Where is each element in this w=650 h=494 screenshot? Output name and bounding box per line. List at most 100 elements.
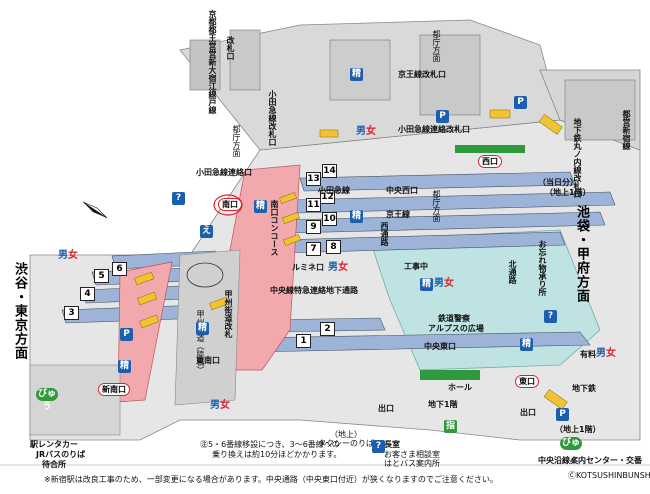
direction-shibuya-tokyo: 渋谷・東京方面 [12, 262, 27, 360]
stair-1 [134, 271, 155, 286]
label-guest-info: お客さま相談室 はとバス案内所 [384, 450, 440, 468]
fare-adjust-icon[interactable]: 精 [350, 210, 363, 223]
restroom-icon: 男女 [434, 278, 454, 289]
fare-adjust-icon[interactable]: 精 [520, 338, 533, 351]
tower-1 [189, 39, 221, 91]
view-plaza-icon[interactable]: びゅう [36, 388, 58, 412]
stair-7 [489, 109, 511, 119]
label-lost-found: お忘れ物承り所 [538, 240, 547, 296]
e-icon[interactable]: え [200, 225, 213, 238]
parking-icon[interactable]: P [436, 110, 449, 123]
label-odakyu-conn: 小田急線連絡口 [196, 168, 252, 177]
stair-4 [279, 192, 297, 204]
stair-11 [209, 296, 230, 311]
tower-5 [564, 79, 636, 141]
platform-number-8: 8 [326, 240, 341, 254]
label-toei-gates: 改札口 [226, 36, 235, 60]
info-question-icon[interactable]: ? [544, 310, 557, 323]
label-rental: 駅レンタカー [30, 440, 78, 449]
platform-number-2: 2 [320, 322, 335, 336]
platform-number-12: 12 [320, 190, 335, 204]
exit-shin-minami[interactable]: 新南口 [98, 383, 130, 396]
label-minami-concourse: 南口コンコース [270, 200, 279, 256]
label-paid: 有料 [580, 350, 596, 359]
platform-number-5: 5 [94, 269, 109, 283]
label-same-floor: （当日分） [538, 178, 578, 187]
label-keio-gate: 京王線改札口 [398, 70, 446, 79]
restroom-icon: 男女 [58, 250, 78, 261]
label-exit-b: 出口 [520, 408, 536, 417]
note-line-1: ㊟5・6番線移設につき、3〜6番線への [200, 440, 340, 449]
fare-adjust-icon[interactable]: 精 [420, 278, 433, 291]
label-chika: 地下鉄 [572, 384, 596, 393]
label-marunouchi-gate: 地下鉄丸ノ内線改札口 [573, 118, 582, 198]
platform-number-11: 11 [306, 198, 321, 212]
info-question-icon[interactable]: ? [372, 440, 385, 453]
direction-ikebukuro-kofu: 池袋・甲府方面 [574, 205, 589, 303]
platform-number-13: 13 [306, 172, 321, 186]
label-koshu-kaido-conn: 甲州街道改札 [224, 290, 233, 338]
restroom-icon: 男女 [356, 126, 376, 137]
label-alps: アルプスの広場 [428, 324, 484, 333]
platform-number-7: 7 [306, 242, 321, 256]
label-station-master: 駅長室 [376, 440, 400, 449]
tower-2 [229, 29, 261, 91]
label-north-passage: 北通路 [508, 260, 517, 284]
fare-adjust-icon[interactable]: 精 [196, 322, 209, 335]
info-question-icon[interactable]: ? [172, 192, 185, 205]
fare-adjust-icon[interactable]: 精 [118, 360, 131, 373]
restroom-icon: 男女 [210, 400, 230, 411]
platform-number-9: 9 [306, 220, 321, 234]
restroom-icon: 男女 [596, 348, 616, 359]
compass-icon [82, 201, 108, 219]
stair-5 [282, 212, 300, 224]
minami-oval [213, 194, 243, 216]
label-waiting: 待合所 [42, 460, 66, 469]
fare-adjust-icon[interactable]: 精 [254, 200, 267, 213]
reserved-seat-icon[interactable]: 指 [444, 420, 457, 433]
stair-3 [139, 314, 160, 329]
stair-6 [283, 234, 301, 246]
west-green-bar [455, 145, 525, 153]
label-odakyu-sen: 小田急線 [318, 186, 350, 195]
label-odakyu-gate: 小田急線改札口 [268, 90, 277, 146]
platform-number-4: 4 [80, 287, 95, 301]
label-info-center: 中央沿線案内センター・交番 [538, 456, 642, 465]
platform-number-10: 10 [322, 212, 337, 226]
parking-icon[interactable]: P [120, 328, 133, 341]
platform-number-3: 3 [64, 306, 79, 320]
label-police: 鉄道警察 [438, 314, 470, 323]
parking-icon[interactable]: P [556, 408, 569, 421]
platform-number-1: 1 [296, 334, 311, 348]
west-connector [117, 261, 173, 403]
label-ground-floor: （地上1階） [545, 188, 591, 197]
stair-9 [543, 389, 568, 410]
exit-minami[interactable]: 南口 [218, 198, 242, 211]
label-central-west-gate: 中央西口 [386, 186, 418, 195]
fare-adjust-icon[interactable]: 精 [350, 68, 363, 81]
exit-higashi[interactable]: 東口 [515, 375, 539, 388]
connector-oval [186, 262, 224, 288]
east-green-bar [420, 370, 480, 380]
label-lumine: ルミネ口 [292, 263, 324, 272]
label-exit-word: 出口 [378, 404, 394, 413]
label-ground-1f-b: （地上1階） [555, 425, 601, 434]
exit-nishi[interactable]: 西口 [478, 155, 502, 168]
label-chuo-express: 中央線特急連絡地下通路 [270, 286, 358, 295]
label-koshu-kaido: 甲州街道（陸橋） [196, 310, 205, 374]
label-hall: ホール [448, 383, 472, 392]
label-toei-shinjuku: 都営新宿線 [622, 110, 631, 150]
label-construction: 工事中 [404, 262, 428, 271]
parking-icon[interactable]: P [514, 96, 527, 109]
label-jr-bus: JRバスのりば [36, 450, 86, 459]
label-south-east-gate: 東南口 [196, 356, 220, 365]
footer-note: ※新宿駅は改良工事のため、一部変更になる場合があります。中央通路（中央東口付近）… [44, 475, 498, 484]
view-plaza-icon[interactable]: びゅう [560, 437, 582, 461]
label-odakyu-conn-gate: 小田急線連絡改札口 [398, 125, 470, 134]
label-central-east-gate: 中央東口 [424, 342, 456, 351]
south-concourse [224, 164, 301, 371]
label-keio-line: 京王線 [386, 210, 410, 219]
stair-8 [538, 114, 563, 135]
direction-tocho-3: 都庁方面 [432, 190, 441, 222]
